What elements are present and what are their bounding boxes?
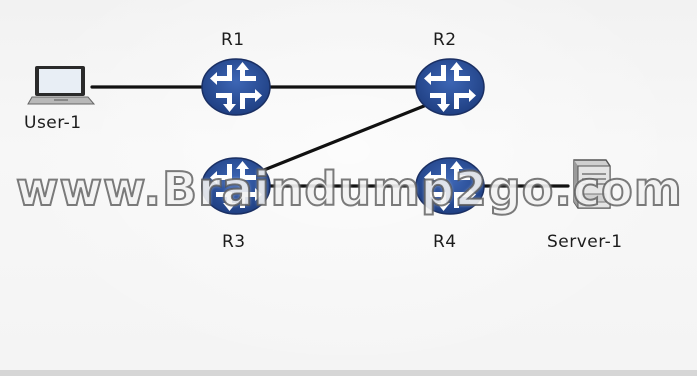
watermark-text: www.Braindump2go.com: [15, 161, 683, 217]
links: [90, 85, 570, 188]
laptop-icon: [27, 66, 96, 105]
label-r3: R3: [222, 232, 246, 252]
router-r1-icon: [201, 58, 271, 116]
server-icon: [573, 159, 611, 209]
label-r1: R1: [221, 30, 245, 50]
bottom-edge: [0, 370, 697, 376]
label-r2: R2: [433, 30, 457, 50]
label-user-1: User-1: [24, 113, 82, 133]
link-r2-r3: [262, 104, 426, 172]
label-server-1: Server-1: [547, 232, 623, 252]
router-r2-icon: [415, 58, 485, 116]
label-r4: R4: [433, 232, 457, 252]
